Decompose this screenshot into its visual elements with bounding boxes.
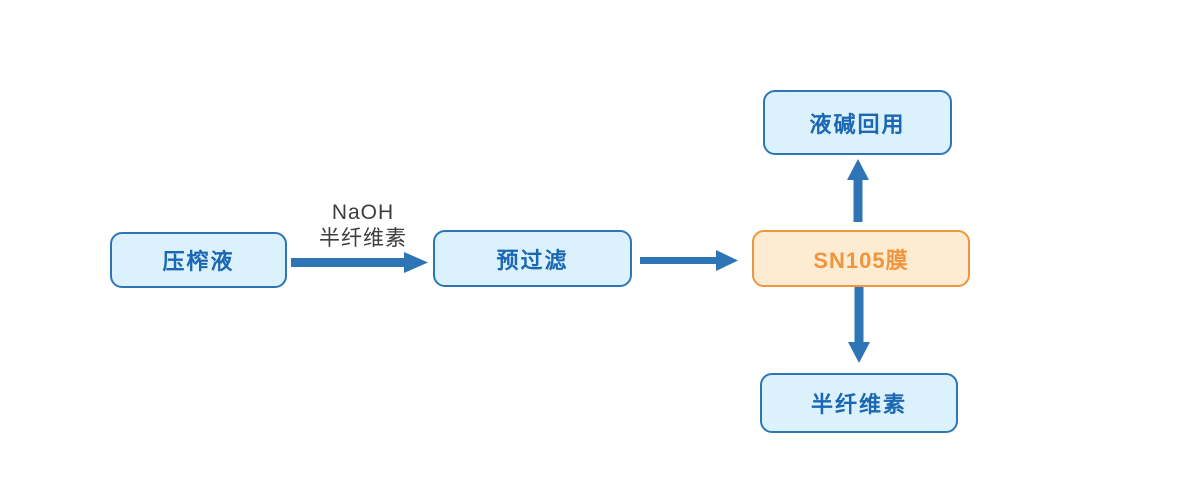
edge-label-line2: 半纤维素 <box>319 227 407 250</box>
node-hemicellulose-output-label: 半纤维素 <box>810 392 907 417</box>
node-alkali-recycle: 液碱回用 <box>763 90 952 155</box>
node-sn105-membrane-label: SN105膜 <box>813 247 909 273</box>
node-press-liquid: 压榨液 <box>110 232 287 288</box>
arrow-press-to-prefilter <box>291 252 428 273</box>
node-alkali-recycle-label: 液碱回用 <box>809 111 906 137</box>
arrow-prefilter-to-sn105 <box>640 250 738 271</box>
edge-label-naoh-hemicellulose: NaOH 半纤维素 <box>288 200 438 252</box>
arrow-sn105-to-alkali-up <box>847 159 869 222</box>
node-prefilter: 预过滤 <box>433 230 632 287</box>
node-prefilter-label: 预过滤 <box>496 247 569 273</box>
node-hemicellulose-output: 半纤维素 <box>760 373 958 433</box>
arrow-sn105-to-hemicellulose-down <box>848 287 870 363</box>
node-sn105-membrane: SN105膜 <box>752 230 970 287</box>
node-press-liquid-label: 压榨液 <box>162 249 235 274</box>
edge-label-line1: NaOH <box>331 201 395 224</box>
